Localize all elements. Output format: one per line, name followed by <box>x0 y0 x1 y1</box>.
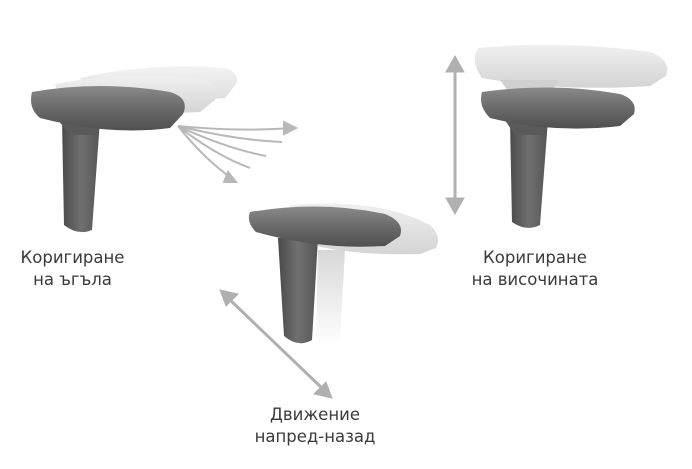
double-arrow-diagonal-icon <box>219 289 333 399</box>
label-line: на ъгъла <box>33 270 112 289</box>
label-line: Коригиране <box>483 248 587 267</box>
label-height-adjustment: Коригиране на височината <box>455 247 615 291</box>
label-line: напред-назад <box>254 427 376 446</box>
label-angle-adjustment: Коригиране на ъгъла <box>0 247 145 291</box>
label-line: Коригиране <box>20 248 125 267</box>
armrest-angle <box>31 66 299 233</box>
angle-arrows-icon <box>177 120 299 183</box>
label-forward-back: Движение напред-назад <box>235 404 395 448</box>
double-arrow-vertical-icon <box>445 54 465 216</box>
armrest-forward-back <box>219 203 438 399</box>
label-line: на височината <box>471 270 599 289</box>
armrest-height <box>445 44 668 228</box>
label-line: Движение <box>269 405 361 424</box>
